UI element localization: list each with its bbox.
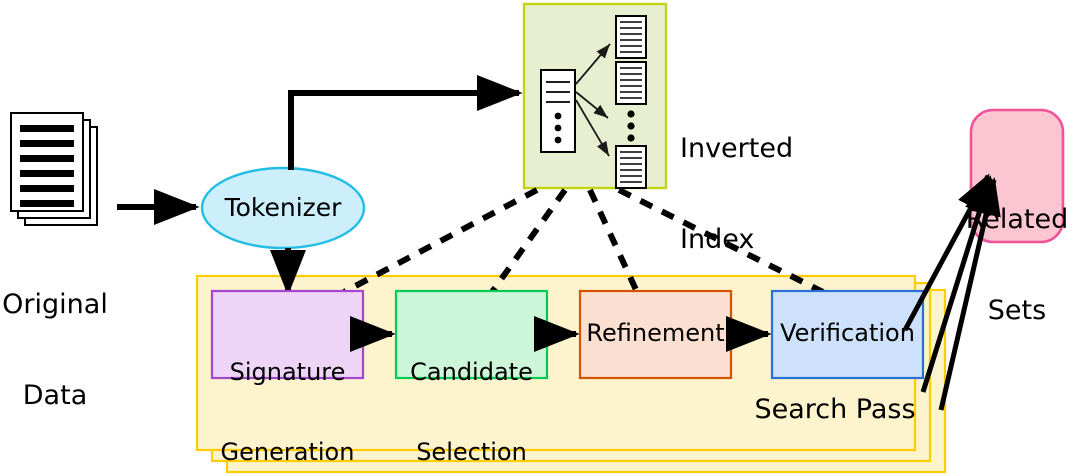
edge-index-to-stages xyxy=(342,187,825,295)
stage-box-signature-generation[interactable] xyxy=(210,289,365,380)
stage-box-candidate-selection[interactable] xyxy=(394,289,549,380)
posting-document-icon-1 xyxy=(615,15,647,59)
stage-box-refinement[interactable] xyxy=(578,289,733,380)
tokenizer-node[interactable] xyxy=(200,166,366,250)
index-posting-arrows xyxy=(575,43,611,157)
edge-tokenizer-to-index xyxy=(288,74,523,170)
posting-document-icon-3 xyxy=(615,145,647,189)
stage-box-verification[interactable] xyxy=(770,289,925,380)
posting-document-icon-2 xyxy=(615,61,647,105)
edge-passes-to-related-sets xyxy=(902,173,1001,411)
document-stack-icon xyxy=(10,112,98,226)
index-list-icon xyxy=(540,69,576,153)
posting-ellipsis-icon xyxy=(627,110,635,142)
